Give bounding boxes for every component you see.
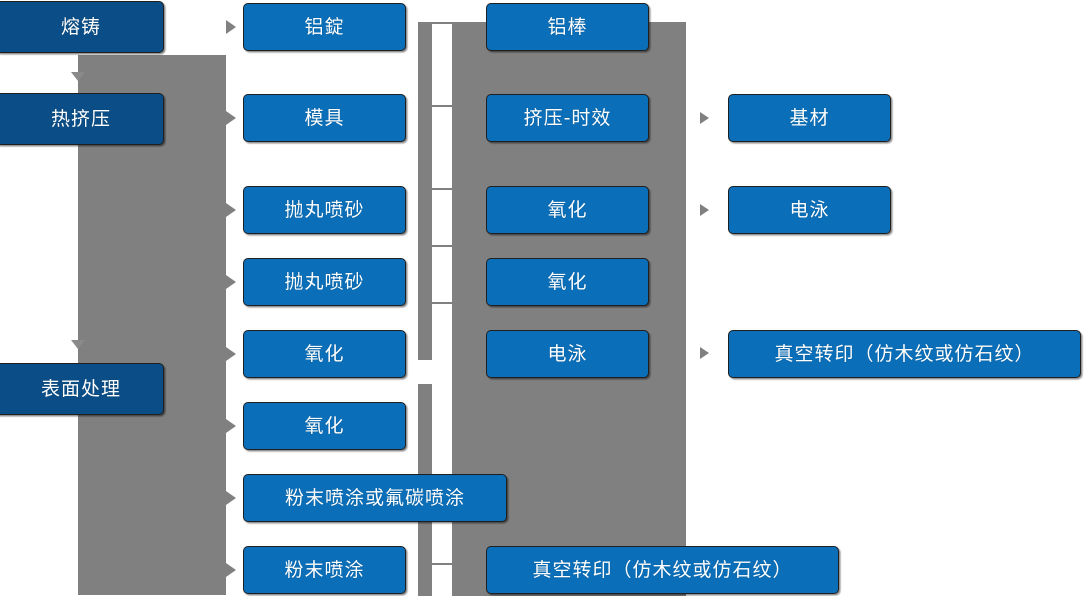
input-label-shot-blast-2: 抛丸喷砂 xyxy=(284,270,365,293)
connector-stub-surface-treat xyxy=(163,388,191,390)
arrow-right-icon-to-shot-blast-2 xyxy=(226,275,236,289)
output-label-vacuum-transfer: 真空转印（仿木纹或仿石纹） xyxy=(774,342,1035,365)
stage-box-hot-extrusion[interactable]: 热挤压 xyxy=(0,93,164,145)
input-label-oxidation-2: 氧化 xyxy=(304,414,345,437)
process-box-extrusion-aging[interactable]: 挤压-时效 xyxy=(486,94,649,142)
input-box-oxidation-2[interactable]: 氧化 xyxy=(243,402,406,450)
stage-box-surface-treat[interactable]: 表面处理 xyxy=(0,363,164,415)
process-box-electrophoresis[interactable]: 电泳 xyxy=(486,330,649,378)
output-box-vacuum-transfer[interactable]: 真空转印（仿木纹或仿石纹） xyxy=(728,330,1081,378)
connector-rung-1 xyxy=(432,22,452,24)
arrow-right-icon-to-aluminum-ingot xyxy=(226,20,236,34)
process-label-extrusion-aging: 挤压-时效 xyxy=(523,106,612,129)
stage-box-melt-cast[interactable]: 熔铸 xyxy=(0,1,164,53)
arrow-right-icon-to-powder-or-pvdf xyxy=(226,491,236,505)
arrow-down-icon-surface-treat xyxy=(71,340,85,349)
input-box-shot-blast-2[interactable]: 抛丸喷砂 xyxy=(243,258,406,306)
process-box-vacuum-transfer[interactable]: 真空转印（仿木纹或仿石纹） xyxy=(486,546,839,594)
process-box-oxidation-1[interactable]: 氧化 xyxy=(486,186,649,234)
arrow-right-icon-to-shot-blast-1 xyxy=(226,203,236,217)
stage-label-melt-cast: 熔铸 xyxy=(60,15,101,38)
process-label-oxidation-2: 氧化 xyxy=(547,270,588,293)
connector-rung-5 xyxy=(432,302,452,304)
input-box-oxidation-1[interactable]: 氧化 xyxy=(243,330,406,378)
arrow-down-icon-melt-cast xyxy=(71,72,85,81)
input-label-oxidation-1: 氧化 xyxy=(304,342,345,365)
arrow-right-icon-to-out-electrophoresis xyxy=(700,204,709,216)
arrow-right-icon-to-out-vacuum-transfer xyxy=(700,347,709,359)
input-box-powder-coating[interactable]: 粉末喷涂 xyxy=(243,546,406,594)
process-label-oxidation-1: 氧化 xyxy=(547,198,588,221)
arrow-right-icon-to-powder-coating xyxy=(226,563,236,577)
connector-rung-3 xyxy=(432,188,452,190)
stage-label-hot-extrusion: 热挤压 xyxy=(50,107,111,130)
output-box-substrate[interactable]: 基材 xyxy=(728,94,891,142)
input-label-powder-coating: 粉末喷涂 xyxy=(284,558,365,581)
input-box-aluminum-ingot[interactable]: 铝錠 xyxy=(243,3,406,51)
process-box-aluminum-bar[interactable]: 铝棒 xyxy=(486,3,649,51)
input-box-mold[interactable]: 模具 xyxy=(243,94,406,142)
arrow-right-icon-to-mold xyxy=(226,111,236,125)
process-label-electrophoresis: 电泳 xyxy=(547,342,588,365)
input-box-powder-or-pvdf[interactable]: 粉末喷涂或氟碳喷涂 xyxy=(243,474,507,522)
input-box-shot-blast-1[interactable]: 抛丸喷砂 xyxy=(243,186,406,234)
input-label-shot-blast-1: 抛丸喷砂 xyxy=(284,198,365,221)
input-label-powder-or-pvdf: 粉末喷涂或氟碳喷涂 xyxy=(284,486,465,509)
process-label-aluminum-bar: 铝棒 xyxy=(547,15,588,38)
arrow-right-icon-to-oxidation-1 xyxy=(226,347,236,361)
input-label-aluminum-ingot: 铝錠 xyxy=(304,15,345,38)
process-label-vacuum-transfer: 真空转印（仿木纹或仿石纹） xyxy=(532,558,793,581)
process-box-oxidation-2[interactable]: 氧化 xyxy=(486,258,649,306)
connector-trunk-left xyxy=(78,55,226,595)
connector-bar-middle-left xyxy=(418,22,432,360)
connector-rung-6 xyxy=(432,563,452,565)
output-label-substrate: 基材 xyxy=(789,106,830,129)
stage-label-surface-treat: 表面处理 xyxy=(40,377,121,400)
arrow-right-icon-to-oxidation-2 xyxy=(226,419,236,433)
connector-rung-4 xyxy=(432,245,452,247)
connector-rung-2 xyxy=(432,105,452,107)
arrow-right-icon-to-substrate xyxy=(700,112,709,124)
output-label-electrophoresis: 电泳 xyxy=(789,198,830,221)
output-box-electrophoresis[interactable]: 电泳 xyxy=(728,186,891,234)
input-label-mold: 模具 xyxy=(304,106,345,129)
